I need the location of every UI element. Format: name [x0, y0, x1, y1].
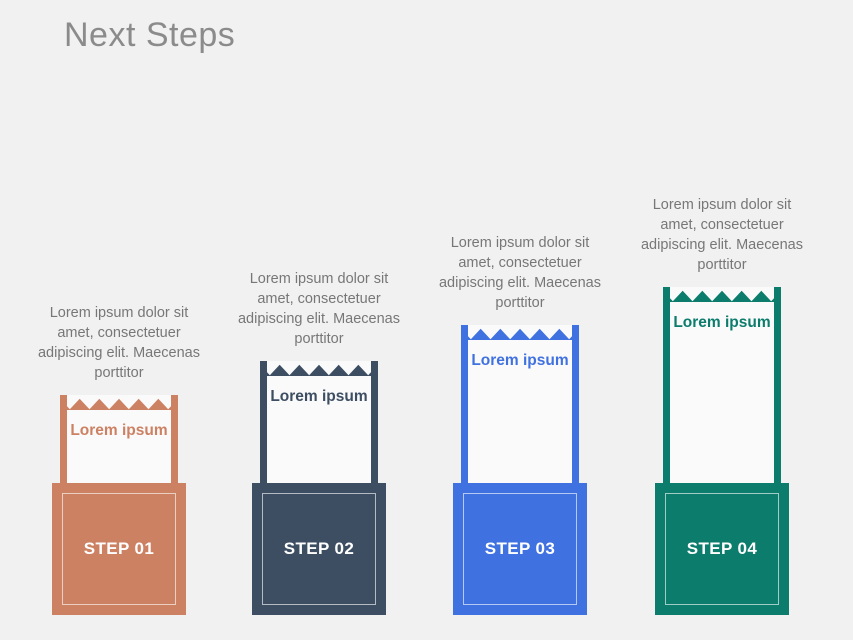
ticket-shape[interactable]: Lorem ipsum: [60, 395, 178, 483]
page-title: Next Steps: [64, 16, 236, 54]
ticket-label: Lorem ipsum: [673, 314, 771, 331]
step-label: STEP 03: [484, 539, 556, 558]
step-column-2[interactable]: Lorem ipsum dolor sit amet, consectetuer…: [229, 269, 409, 615]
step-box-inner-border: [62, 493, 176, 605]
step-box-inner-border: [463, 493, 577, 605]
step-label: STEP 04: [686, 539, 758, 558]
ticket-body: Lorem ipsum: [60, 395, 178, 483]
step-box[interactable]: STEP 03: [453, 483, 587, 615]
ticket-body: Lorem ipsum: [663, 287, 781, 483]
step-description: Lorem ipsum dolor sit amet, consectetuer…: [37, 305, 200, 381]
step-description: Lorem ipsum dolor sit amet, consectetuer…: [438, 235, 601, 311]
step-box[interactable]: STEP 01: [52, 483, 186, 615]
ticket-label: Lorem ipsum: [70, 422, 168, 439]
ticket-label: Lorem ipsum: [471, 352, 569, 369]
step-box-inner-border: [262, 493, 376, 605]
ticket-shape[interactable]: Lorem ipsum: [663, 287, 781, 483]
ticket-shape[interactable]: Lorem ipsum: [461, 325, 579, 483]
step-label: STEP 01: [83, 539, 155, 558]
step-box-inner-border: [665, 493, 779, 605]
step-label: STEP 02: [283, 539, 355, 558]
step-box[interactable]: STEP 02: [252, 483, 386, 615]
step-column-3[interactable]: Lorem ipsum dolor sit amet, consectetuer…: [430, 233, 610, 615]
ticket-body: Lorem ipsum: [461, 325, 579, 483]
step-box[interactable]: STEP 04: [655, 483, 789, 615]
ticket-body: Lorem ipsum: [260, 361, 378, 483]
ticket-label: Lorem ipsum: [270, 388, 368, 405]
step-column-1[interactable]: Lorem ipsum dolor sit amet, consectetuer…: [29, 303, 209, 615]
step-description: Lorem ipsum dolor sit amet, consectetuer…: [237, 271, 400, 347]
step-column-4[interactable]: Lorem ipsum dolor sit amet, consectetuer…: [632, 195, 812, 615]
ticket-shape[interactable]: Lorem ipsum: [260, 361, 378, 483]
step-description: Lorem ipsum dolor sit amet, consectetuer…: [640, 197, 803, 273]
